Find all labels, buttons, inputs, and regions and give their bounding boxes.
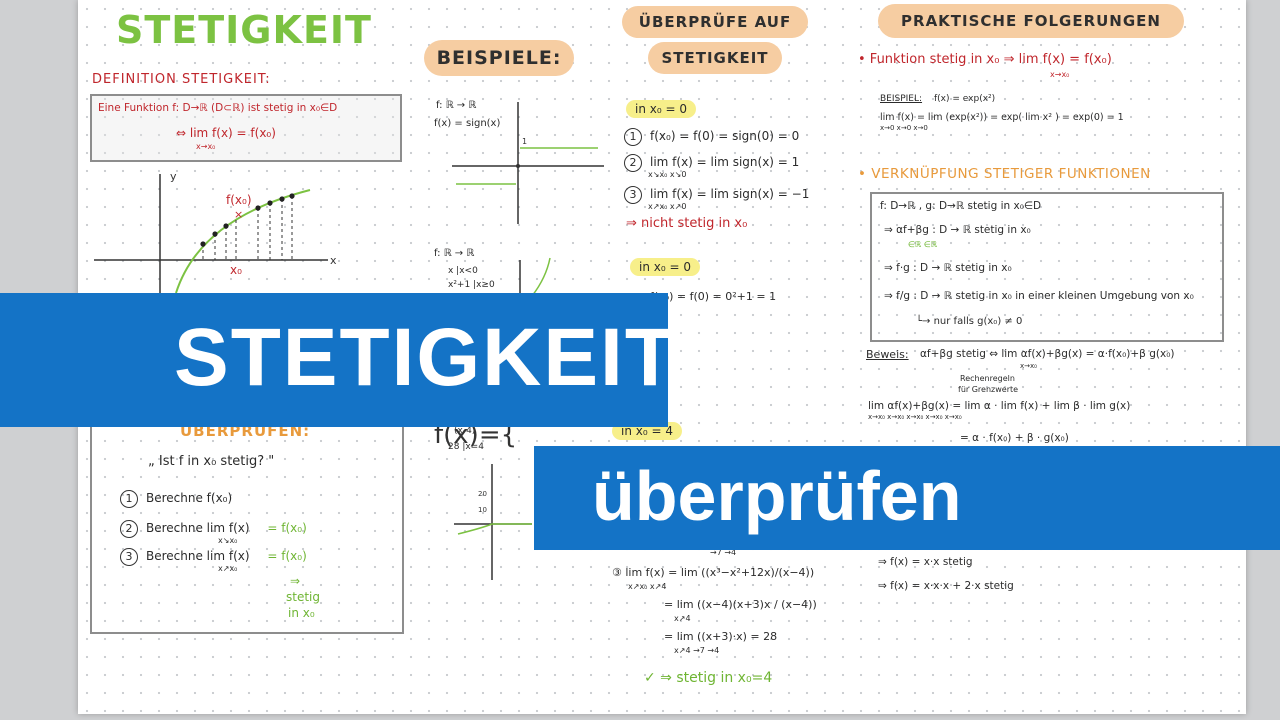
definition-graph-fx0: f(x₀)	[226, 193, 252, 207]
subtitle-banner-text: überprüfen	[592, 457, 962, 535]
check-conclusion-2: stetig	[286, 590, 320, 604]
ex3-graph: 20 10	[454, 464, 532, 580]
ex2-def1: f: ℝ → ℝ	[434, 248, 475, 259]
block3-sub0: →7 →4	[710, 548, 737, 557]
block1-l2-text: lim f(x) = lim sign(x) = 1	[650, 155, 800, 169]
block1-l1-text: f(x₀) = f(0) = sign(0) = 0	[650, 129, 800, 143]
title-banner: STETIGKEIT	[0, 293, 675, 427]
combo-def: f: D→ℝ , g: D→ℝ stetig in x₀∈D	[880, 200, 1042, 212]
block1-l3-sub: x↗x₀ x↗0	[648, 202, 687, 211]
check-conclusion-1: ⇒	[290, 574, 301, 588]
combo-c1-sub: ∈ℝ ∈ℝ	[908, 240, 938, 249]
examples-heading: BEISPIELE:	[424, 40, 574, 76]
block3-l1-sub: x↗x₀ x↗4	[628, 582, 667, 591]
proof2-sub: x→x₀ x→x₀ x→x₀ x→x₀ x→x₀	[868, 413, 962, 421]
subtitle-banner: überprüfen	[534, 446, 1280, 550]
definition-line1: Eine Funktion f: D→ℝ (D⊂ℝ) ist stetig in…	[98, 102, 338, 114]
block3-l2-sub: x↗4	[674, 614, 691, 623]
practical-p1-sub: x→x₀	[1050, 70, 1070, 79]
block1-l1: 1 f(x₀) = f(0) = sign(0) = 0	[624, 128, 799, 146]
proof2: lim αf(x)+βg(x) = lim α · lim f(x) + lim…	[868, 400, 1131, 412]
combo-box: f: D→ℝ , g: D→ℝ stetig in x₀∈D ⇒ αf+βg :…	[870, 192, 1224, 342]
num-1: 1	[624, 128, 642, 146]
practical-heading: PRAKTISCHE FOLGERUNGEN	[878, 4, 1184, 38]
rules-note-1: Rechenregeln	[960, 374, 1015, 383]
block1-label: in x₀ = 0	[626, 100, 696, 118]
proof-label: Beweis:	[866, 348, 909, 361]
practical-example-line: lim f(x) = lim (exp(x²)) = exp( lim x² )…	[880, 112, 1124, 123]
ex2-case1: x |x<0	[448, 266, 478, 276]
num-2: 2	[624, 154, 642, 172]
definition-graph-axis-x: x	[330, 254, 337, 267]
practical-p1: • Funktion stetig in x₀ ⇒ lim f(x) = f(x…	[858, 52, 1112, 67]
block3-l1: ③ lim f(x) = lim ((x³−x²+12x)/(x−4))	[612, 566, 815, 579]
step-number: 3	[120, 548, 138, 566]
rules-note-2: für Grenzwerte	[958, 385, 1019, 394]
result-r2: ⇒ f(x) = x·x·x + 2·x stetig	[878, 580, 1014, 592]
definition-line2: ⇔ lim f(x) = f(x₀)	[176, 126, 276, 140]
title-banner-text: STETIGKEIT	[174, 312, 677, 403]
ex3-case2: 28 |x=4	[448, 442, 484, 452]
block3-l2: = lim ((x−4)(x+3)x / (x−4))	[664, 598, 817, 611]
block2-l1: f(x₀) = f(0) = 0²+1 = 1	[650, 290, 777, 303]
block2-label: in x₀ = 0	[630, 258, 700, 276]
step-text: Berechne f(x₀)	[146, 491, 233, 505]
definition-box: Eine Funktion f: D→ℝ (D⊂ℝ) ist stetig in…	[90, 94, 402, 162]
proof-sub: x→x₀	[1020, 362, 1037, 370]
check-conclusion-3: in x₀	[288, 606, 315, 620]
step-eq: = f(x₀)	[267, 549, 307, 563]
step-text: Berechne lim f(x)	[146, 549, 250, 563]
ex3-tick-20: 20	[478, 490, 487, 498]
check-step-3: 3 Berechne lim f(x) = f(x₀)	[120, 548, 307, 566]
block1-result: ⇒ nicht stetig in x₀	[626, 216, 748, 231]
definition-line2-sub: x→x₀	[196, 142, 216, 151]
practical-example-label: BEISPIEL:	[880, 94, 923, 104]
block3-l3-sub: x↗4 →7 →4	[674, 646, 720, 655]
block1-l2-sub: x↘x₀ x↘0	[648, 170, 687, 179]
step-eq: = f(x₀)	[267, 521, 307, 535]
num-3: 3	[624, 186, 642, 204]
definition-graph-x0: x₀	[230, 263, 242, 277]
step-number: 2	[120, 520, 138, 538]
check-question: „ Ist f in x₀ stetig? "	[148, 454, 275, 469]
definition-heading: DEFINITION STETIGKEIT:	[92, 72, 271, 87]
ex1-def1: f: ℝ → ℝ	[436, 100, 477, 111]
combo-c2: ⇒ f·g : D → ℝ stetig in x₀	[884, 262, 1012, 274]
proof-line: αf+βg stetig ⇔ lim αf(x)+βg(x) = α·f(x₀)…	[920, 348, 1175, 360]
block1-l3: 3 lim f(x) = lim sign(x) = −1	[624, 186, 809, 204]
block1-l2: 2 lim f(x) = lim sign(x) = 1	[624, 154, 799, 172]
check-step-3-sub: x↗x₀	[218, 564, 238, 573]
block3-l3: = lim ((x+3)·x) = 28	[664, 630, 778, 643]
step-text: Berechne lim f(x)	[146, 521, 250, 535]
verify-heading-1: ÜBERPRÜFE AUF	[622, 6, 808, 38]
verify-heading-2: STETIGKEIT	[648, 42, 782, 74]
combo-c4: └→ nur falls g(x₀) ≠ 0	[916, 316, 1023, 327]
definition-graph: × f(x₀) x₀ x y	[94, 170, 337, 294]
block1-l3-text: lim f(x) = lim sign(x) = −1	[650, 187, 810, 201]
ex1-graph: 1	[452, 102, 604, 224]
combo-heading: • VERKNÜPFUNG STETIGER FUNKTIONEN	[858, 166, 1151, 182]
practical-example-sub: x→0 x→0 x→0	[880, 124, 928, 132]
ex3-case1: (x-4)	[454, 426, 476, 436]
ex3-tick-10: 10	[478, 506, 487, 514]
practical-example-def: f(x) = exp(x²)	[934, 94, 996, 104]
svg-text:×: ×	[234, 208, 243, 221]
proof3: = α · f(x₀) + β · g(x₀)	[960, 432, 1069, 444]
check-step-2: 2 Berechne lim f(x) = f(x₀)	[120, 520, 307, 538]
ex2-case2: x²+1 |x≥0	[448, 280, 495, 290]
block3-result: ✓ ⇒ stetig in x₀=4	[644, 670, 773, 686]
combo-c1: ⇒ αf+βg : D → ℝ stetig in x₀	[884, 224, 1031, 236]
ex2-graph-top	[519, 257, 551, 296]
combo-c3: ⇒ f/g : D → ℝ stetig in x₀ in einer klei…	[884, 290, 1194, 302]
ex1-tick: 1	[522, 137, 527, 146]
check-step-1: 1 Berechne f(x₀)	[120, 490, 232, 508]
ex1-def2: f(x) = sign(x)	[434, 118, 501, 129]
check-step-2-sub: x↘x₀	[218, 536, 238, 545]
step-number: 1	[120, 490, 138, 508]
result-r1: ⇒ f(x) = x·x stetig	[878, 556, 973, 568]
definition-graph-axis-y: y	[170, 170, 177, 183]
page-title: STETIGKEIT	[116, 8, 372, 52]
